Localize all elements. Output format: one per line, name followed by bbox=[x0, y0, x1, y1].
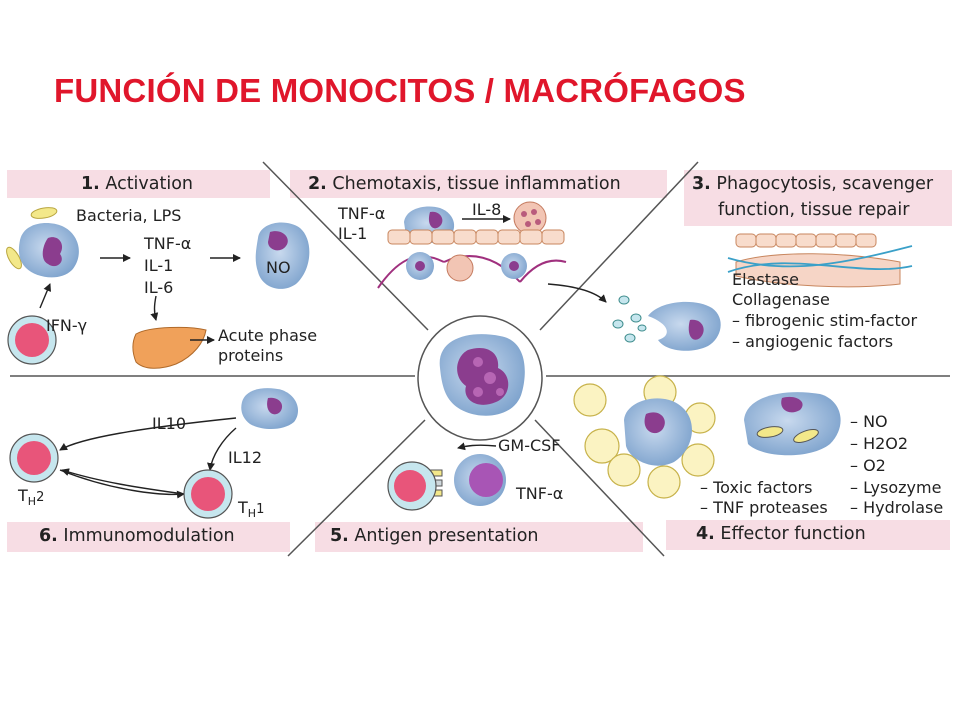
macrophage-icon bbox=[18, 222, 79, 278]
panel-6-header: 6. Immunomodulation bbox=[7, 522, 290, 552]
label-toxic-factors: – Toxic factors bbox=[700, 478, 813, 497]
granulocyte-icon bbox=[513, 201, 547, 235]
label-hydrolase: – Hydrolase bbox=[850, 498, 944, 517]
panel-4-header: 4. Effector function bbox=[666, 520, 950, 550]
th2-cell-icon bbox=[9, 433, 59, 483]
panel-1-title: Activation bbox=[105, 174, 194, 194]
label-il10: IL10 bbox=[152, 414, 186, 433]
tissue-cells-icon bbox=[377, 252, 567, 289]
label-th1: TH1 bbox=[238, 498, 264, 523]
label-acute-phase: Acute phase bbox=[218, 326, 318, 345]
label-collagenase: Collagenase bbox=[732, 290, 830, 309]
label-effector-no: – NO bbox=[850, 412, 888, 431]
label-th2-main: T bbox=[18, 486, 28, 505]
label-o2: – O2 bbox=[850, 456, 886, 475]
panel-2-number: 2. bbox=[308, 174, 327, 194]
label-fibrogenic: – fibrogenic stim-factor bbox=[732, 311, 918, 330]
label-proteins: proteins bbox=[218, 346, 284, 365]
panel-5-title: Antigen presentation bbox=[354, 526, 539, 546]
panel-3-header: 3. Phagocytosis, scavenger function, tis… bbox=[684, 170, 952, 226]
label-angiogenic: – angiogenic factors bbox=[732, 332, 894, 351]
activated-macrophage-icon bbox=[255, 222, 310, 289]
phagocytosing-macrophage-icon bbox=[648, 301, 721, 351]
label-th1-main: T bbox=[238, 498, 248, 517]
label-tnf-alpha: TNF-α bbox=[144, 234, 192, 253]
panel-5-header: 5. Antigen presentation bbox=[315, 522, 643, 552]
panel-dividers bbox=[10, 161, 950, 557]
panel-3-title-line2: function, tissue repair bbox=[718, 200, 910, 220]
lymphocyte-icon bbox=[7, 315, 57, 365]
collagen-fibers-icon bbox=[727, 233, 913, 288]
killing-macrophage-icon bbox=[744, 392, 841, 456]
label-lysozyme: – Lysozyme bbox=[850, 478, 942, 497]
th1-cell-icon bbox=[183, 469, 233, 519]
label-elastase: Elastase bbox=[732, 270, 799, 289]
endothelium-icon bbox=[387, 229, 565, 245]
label-no: NO bbox=[266, 258, 291, 277]
panel-6-number: 6. bbox=[39, 526, 58, 546]
antigen-presenting-cell-icon bbox=[454, 454, 506, 506]
label-chemo-tnf: TNF-α bbox=[338, 204, 386, 223]
panel-5-number: 5. bbox=[330, 526, 349, 546]
panel-3-title: Phagocytosis, scavenger bbox=[716, 174, 934, 194]
label-bacteria-lps: Bacteria, LPS bbox=[76, 206, 182, 225]
label-th2-sub: H bbox=[27, 495, 37, 509]
label-th2-sup: 2 bbox=[36, 490, 45, 505]
bacteria-icon bbox=[6, 207, 58, 270]
slide-title: FUNCIÓN DE MONOCITOS / MACRÓFAGOS bbox=[54, 72, 746, 109]
label-il6: IL-6 bbox=[144, 278, 174, 297]
label-gm-csf: GM-CSF bbox=[498, 436, 561, 455]
immuno-macrophage-icon bbox=[241, 388, 298, 429]
central-macrophage bbox=[417, 315, 543, 441]
label-chemo-il1: IL-1 bbox=[338, 224, 368, 243]
label-antigen-tnf: TNF-α bbox=[516, 484, 564, 503]
panel-1-header: 1. Activation bbox=[7, 170, 270, 198]
label-il1: IL-1 bbox=[144, 256, 174, 275]
label-th2: TH2 bbox=[18, 486, 44, 511]
label-th1-sup: 1 bbox=[256, 502, 265, 517]
effector-macrophage-icon bbox=[624, 398, 692, 466]
panel-4-number: 4. bbox=[696, 524, 715, 544]
panel-2-title: Chemotaxis, tissue inflammation bbox=[332, 174, 621, 194]
panel-3-number: 3. bbox=[692, 174, 711, 194]
label-ifn-gamma: IFN-γ bbox=[46, 316, 88, 335]
debris-particles-icon bbox=[612, 295, 647, 343]
panel-6-title: Immunomodulation bbox=[63, 526, 235, 546]
panel-2-header: 2. Chemotaxis, tissue inflammation bbox=[290, 170, 667, 198]
label-h2o2: – H2O2 bbox=[850, 434, 909, 453]
label-th1-sub: H bbox=[247, 507, 257, 521]
label-il12: IL12 bbox=[228, 448, 262, 467]
label-tnf-proteases: – TNF proteases bbox=[700, 498, 828, 517]
t-cell-icon bbox=[387, 461, 437, 511]
label-il8: IL-8 bbox=[472, 200, 502, 219]
panel-4-title: Effector function bbox=[720, 524, 866, 544]
liver-icon bbox=[132, 326, 207, 369]
panel-1-number: 1. bbox=[81, 174, 100, 194]
